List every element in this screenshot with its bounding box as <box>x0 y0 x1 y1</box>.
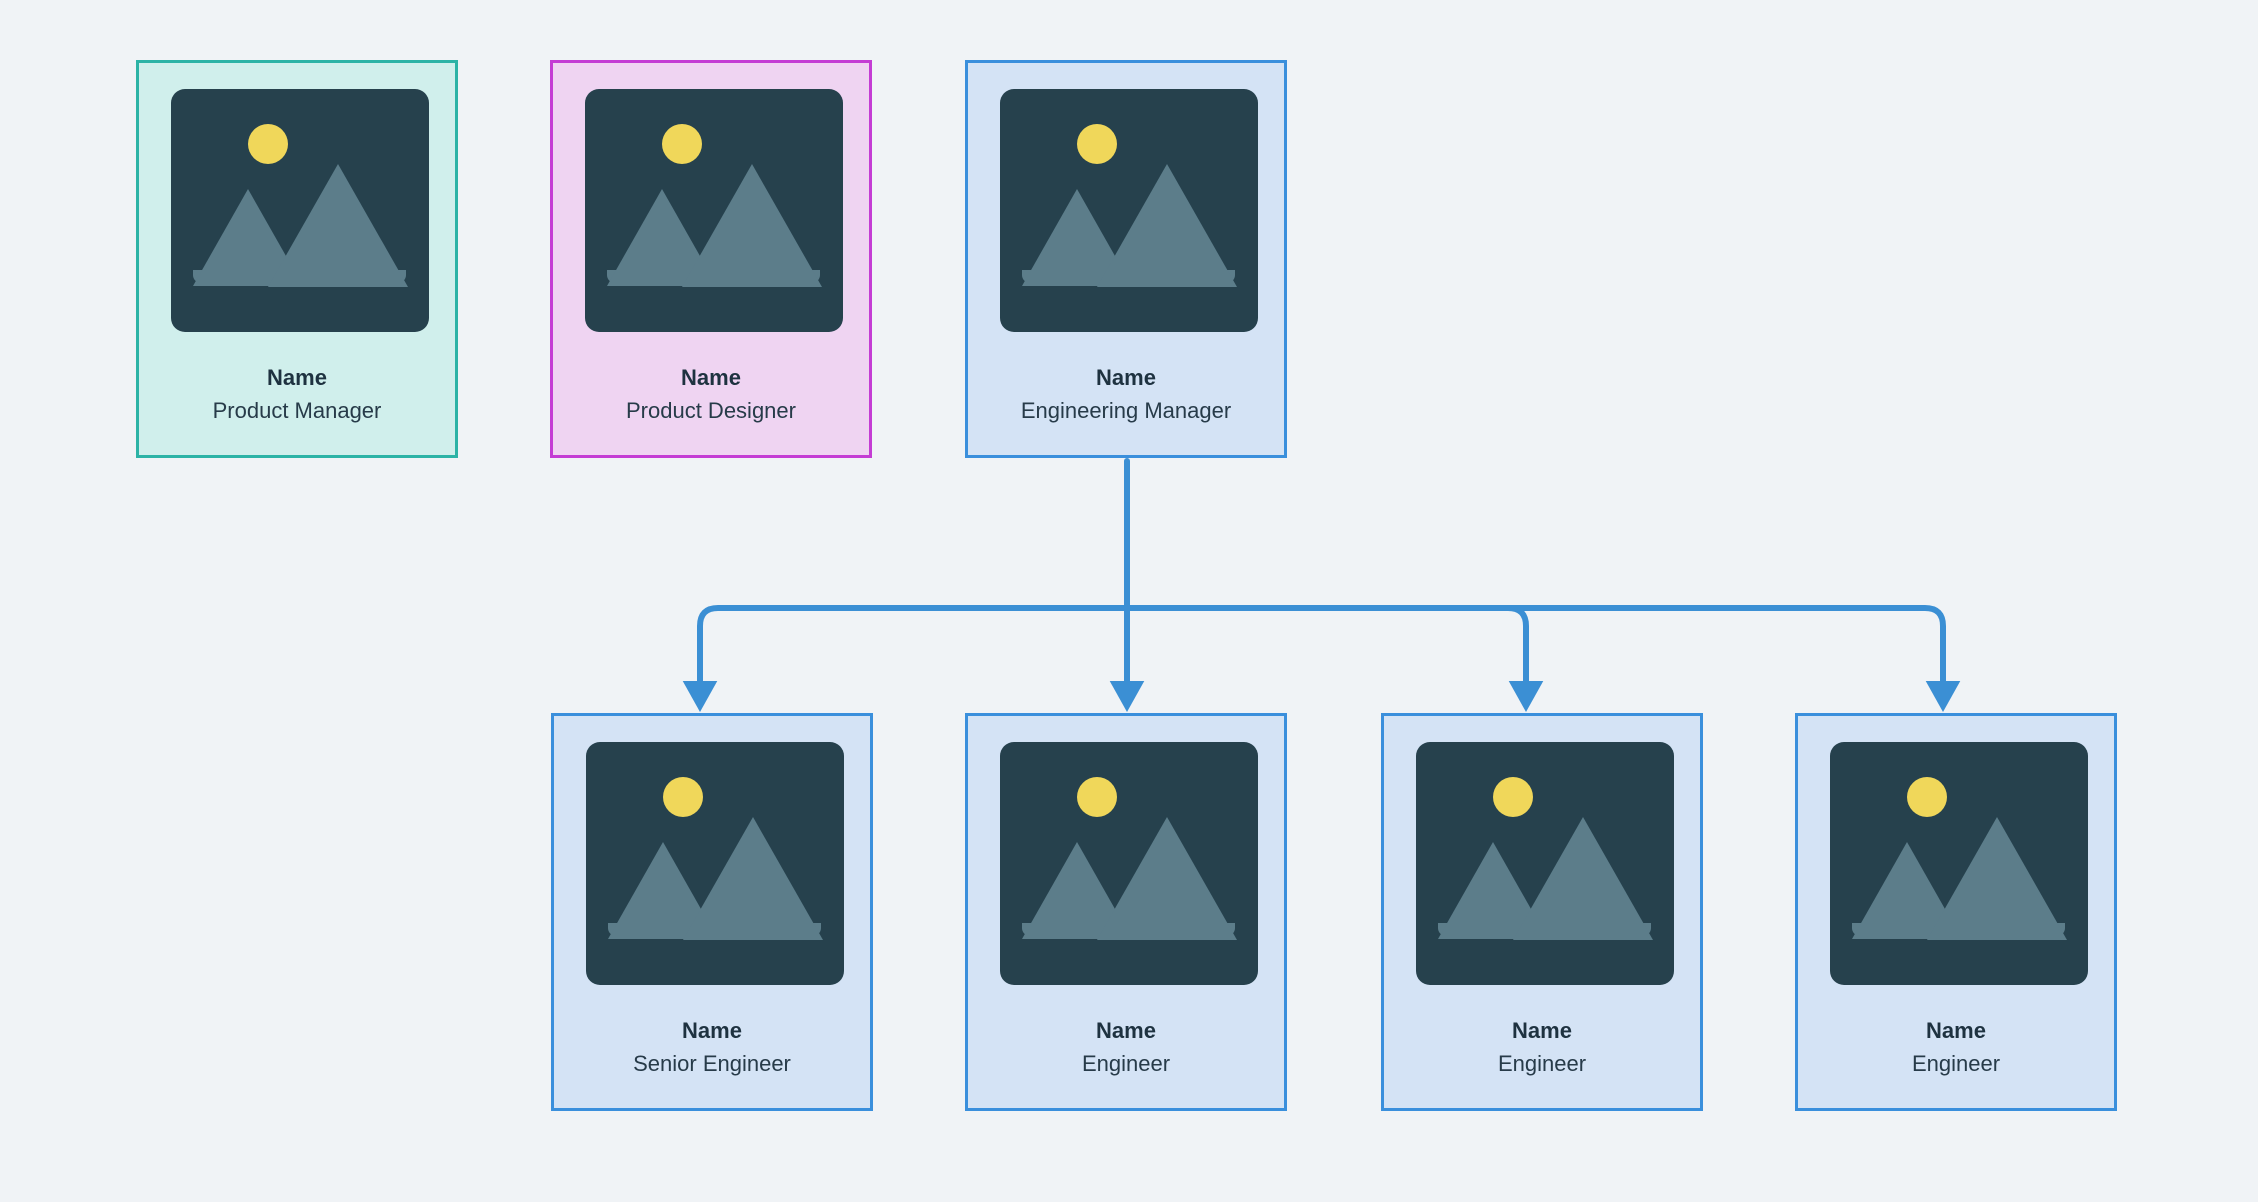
card-name-label: Name <box>1096 1018 1156 1043</box>
mountain-large-icon <box>1097 814 1237 940</box>
mountain-large-icon <box>1097 161 1237 287</box>
sun-icon <box>1077 124 1117 164</box>
edge-to-engineer-2 <box>1124 605 1544 712</box>
card-name-label: Name <box>1512 1018 1572 1043</box>
card-role-label: Engineer <box>1497 1051 1587 1076</box>
card-name-label: Name <box>681 365 741 390</box>
card-role-label: Engineer <box>1081 1051 1171 1076</box>
card-role-label: Engineering Manager <box>1020 398 1232 423</box>
image-placeholder-icon <box>1000 89 1258 332</box>
mountain-large-icon <box>1927 814 2067 940</box>
image-placeholder-icon <box>586 742 844 985</box>
sun-icon <box>248 124 288 164</box>
edge-to-senior-engineer <box>682 605 1130 712</box>
sun-icon <box>1077 777 1117 817</box>
card-name-label: Name <box>1926 1018 1986 1043</box>
mountain-large-icon <box>682 161 822 287</box>
sun-icon <box>1493 777 1533 817</box>
sun-icon <box>663 777 703 817</box>
card-name-label: Name <box>682 1018 742 1043</box>
card-role-label: Engineer <box>1911 1051 2001 1076</box>
image-placeholder-icon <box>1830 742 2088 985</box>
sun-icon <box>1907 777 1947 817</box>
mountain-large-icon <box>268 161 408 287</box>
image-placeholder-icon <box>1000 742 1258 985</box>
edge-to-engineer-3 <box>1124 605 1961 712</box>
image-placeholder-icon <box>585 89 843 332</box>
card-name-label: Name <box>267 365 327 390</box>
mountain-large-icon <box>1513 814 1653 940</box>
card-name-label: Name <box>1096 365 1156 390</box>
card-role-label: Senior Engineer <box>633 1051 791 1076</box>
image-placeholder-icon <box>171 89 429 332</box>
image-placeholder-icon <box>1416 742 1674 985</box>
mountain-large-icon <box>683 814 823 940</box>
card-role-label: Product Manager <box>212 398 382 423</box>
card-role-label: Product Designer <box>626 398 796 423</box>
sun-icon <box>662 124 702 164</box>
